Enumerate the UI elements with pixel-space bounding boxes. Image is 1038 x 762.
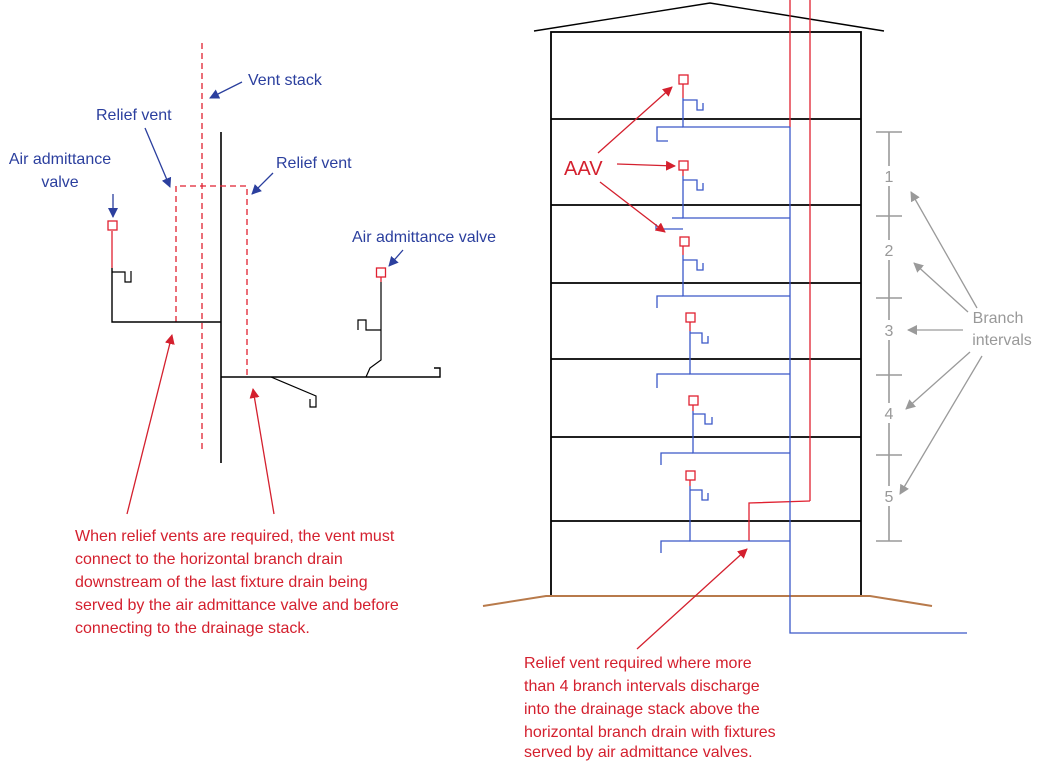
aav-arrow-2 <box>616 160 676 171</box>
branch-interval-arrows <box>899 191 983 495</box>
aav-right-label: Air admittance valve <box>352 229 496 246</box>
right-note-line-3: into the drainage stack above the <box>524 701 760 718</box>
lower-fixture-branch <box>270 376 317 408</box>
interval-number-5: 5 <box>885 489 894 506</box>
aav-label: AAV <box>564 158 603 180</box>
left-note-line-2: connect to the horizontal branch drain <box>75 551 343 568</box>
relief-vent-arrow-1 <box>144 127 172 188</box>
floor-branch-2 <box>672 160 790 219</box>
vent-stack-arrow <box>209 81 243 99</box>
interval-number-2: 2 <box>885 243 894 260</box>
right-note-line-4: horizontal branch drain with fixtures <box>524 724 776 741</box>
note-arrow-upper <box>126 334 175 515</box>
right-fixture-trap <box>357 319 381 331</box>
right-note-line-1: Relief vent required where more <box>524 655 752 672</box>
right-note: Relief vent required where more than 4 b… <box>524 655 776 761</box>
right-aav-valve-icon <box>375 267 387 278</box>
aav-left-label-line1: Air admittance <box>9 151 111 168</box>
aav-left-label-line2: valve <box>41 174 78 191</box>
aav-arrow-3 <box>599 181 666 233</box>
left-diagram: Vent stack Relief vent Relief vent Air a… <box>9 43 496 637</box>
left-note-line-1: When relief vents are required, the vent… <box>75 528 395 545</box>
upper-branch-drain <box>111 268 221 323</box>
relief-vent-label-1: Relief vent <box>96 107 172 124</box>
right-note-line-2: than 4 branch intervals discharge <box>524 678 760 695</box>
branch-intervals-label-line1: Branch <box>973 310 1024 327</box>
relief-vent-label-2: Relief vent <box>276 155 352 172</box>
floor-branch-1 <box>656 74 790 142</box>
right-fixture-riser <box>365 282 382 378</box>
floor-branch-5 <box>660 395 790 465</box>
interval-number-4: 4 <box>885 406 894 423</box>
left-note-line-5: connecting to the drainage stack. <box>75 620 310 637</box>
interval-numbers: 1 2 3 4 5 <box>880 166 898 506</box>
vent-stack-label: Vent stack <box>248 72 323 89</box>
left-note: When relief vents are required, the vent… <box>75 528 399 637</box>
left-note-line-3: downstream of the last fixture drain bei… <box>75 574 368 591</box>
note-arrow-lower <box>249 388 275 515</box>
right-diagram: AAV 1 2 3 4 5 Branch intervals <box>482 0 1032 761</box>
interval-number-1: 1 <box>885 169 894 186</box>
left-note-line-4: served by the air admittance valve and b… <box>75 597 399 614</box>
relief-note-arrow <box>636 548 748 650</box>
left-aav-valve-icon <box>107 220 118 231</box>
right-note-line-5: served by air admittance valves. <box>524 744 753 761</box>
aav-right-arrow <box>388 249 404 267</box>
interval-number-3: 3 <box>885 323 894 340</box>
upper-fixture-trap <box>112 271 132 283</box>
aav-arrow-1 <box>597 86 673 154</box>
branch-intervals-label-line2: intervals <box>972 332 1032 349</box>
floor-branch-4 <box>656 312 790 388</box>
building-roof <box>533 2 885 32</box>
lower-branch-drain <box>221 367 441 378</box>
floor-branch-6 <box>660 470 790 553</box>
ground-line <box>482 595 933 607</box>
floor-lines <box>551 118 861 522</box>
relief-vent-arrow-2 <box>251 172 274 195</box>
building-outline <box>550 31 862 597</box>
relief-vent-dashed-lines <box>175 185 248 377</box>
floor-branch-3 <box>655 224 790 308</box>
building-drainage-stack <box>789 127 967 634</box>
